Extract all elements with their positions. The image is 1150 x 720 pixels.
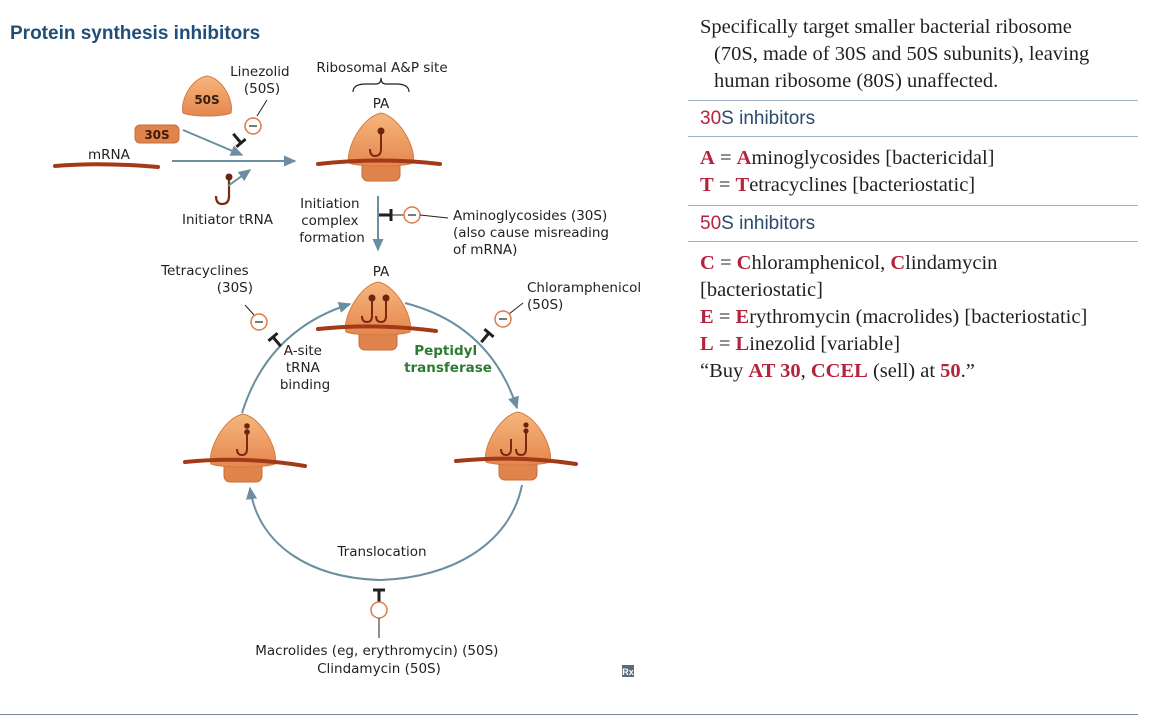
mrna-label: mRNA — [88, 147, 131, 163]
peptidyl-label: Peptidyl transferase — [404, 343, 492, 376]
cycle-arrow-translocation — [246, 484, 523, 582]
section-30s-heading: 30S inhibitors — [700, 108, 816, 129]
entry-aminoglycosides: A = Aminoglycosides [bactericidal] — [700, 147, 995, 169]
trna-icon-top — [369, 131, 382, 158]
ribosome-right — [484, 411, 552, 481]
page-title: Protein synthesis inhibitors — [10, 23, 260, 44]
divider — [688, 205, 1138, 206]
mrna-strand-left — [53, 162, 160, 169]
linezolid-label: Linezolid (50S) — [230, 64, 294, 97]
arrow-trna — [227, 169, 252, 187]
section-50s-list: C = Chloramphenicol, Clindamycin [bacter… — [688, 242, 1138, 391]
translocation-label: Translocation — [336, 544, 426, 560]
entry-chloramphenicol-cont: [bacteriostatic] — [700, 279, 823, 301]
asite-label: A-site tRNA binding — [280, 343, 330, 393]
ribosomal-site-brace — [352, 77, 410, 93]
mnemonic: “Buy AT 30, CCEL (sell) at 50.” — [700, 360, 975, 382]
ribosome-left — [209, 413, 277, 483]
trna-icon-right-p — [500, 439, 512, 457]
chloramphenicol-label: Chloramphenicol (50S) — [527, 280, 645, 313]
macrolides-label: Macrolides (eg, erythromycin) (50S) Clin… — [255, 643, 503, 677]
trna-icon-mid-p — [361, 298, 373, 324]
intro-line-3: human ribosome (80S) unaffected. — [714, 70, 999, 92]
subunit-30s: 30S — [134, 124, 180, 144]
section-30s-list: A = Aminoglycosides [bactericidal] T = T… — [688, 137, 1138, 205]
divider — [688, 100, 1138, 101]
arrow-50s — [182, 129, 244, 156]
ribosomal-site-label: Ribosomal A&P site — [316, 60, 447, 76]
rx-icon[interactable]: Rx — [622, 665, 634, 677]
entry-erythromycin: E = Erythromycin (macrolides) [bacterios… — [700, 306, 1088, 328]
subunit-30s-label: 30S — [144, 128, 169, 142]
pa-label-top: PA — [373, 96, 390, 112]
inhibitor-summary-panel: Specifically target smaller bacterial ri… — [688, 14, 1138, 391]
ribosome-pa — [344, 281, 412, 351]
tetracyclines-label: Tetracyclines (30S) — [160, 263, 253, 296]
aminoglycosides-label: Aminoglycosides (30S) (also cause misrea… — [453, 208, 613, 258]
pa-label-middle: PA — [373, 264, 390, 280]
initiation-label: Initiation complex formation — [299, 196, 365, 246]
subunit-50s: 50S — [182, 75, 232, 117]
trna-icon-mid-a — [375, 298, 387, 324]
intro-paragraph: Specifically target smaller bacterial ri… — [688, 14, 1138, 95]
trna-icon-right-a — [515, 430, 527, 457]
subunit-50s-label: 50S — [194, 93, 219, 107]
initiator-trna-label: Initiator tRNA — [182, 212, 274, 228]
intro-line-1: Specifically target smaller bacterial ri… — [700, 16, 1072, 38]
svg-text:Rx: Rx — [622, 667, 634, 677]
section-50s-heading: 50S inhibitors — [700, 213, 816, 234]
entry-tetracyclines: T = Tetracyclines [bacteriostatic] — [700, 174, 976, 196]
cycle-arrow-peptidyl — [404, 302, 519, 410]
entry-chloramphenicol: C = Chloramphenicol, Clindamycin — [700, 252, 998, 274]
footer-divider — [0, 714, 1138, 715]
initiator-trna-icon — [214, 178, 231, 206]
divider — [688, 241, 1138, 242]
intro-line-2: (70S, made of 30S and 50S subunits), lea… — [714, 43, 1090, 65]
entry-linezolid: L = Linezolid [variable] — [700, 333, 901, 355]
divider — [688, 136, 1138, 137]
cycle-arrow-asite — [241, 302, 352, 414]
trna-icon-left — [236, 431, 248, 457]
macrolides-inhibitor-icon — [370, 601, 388, 619]
